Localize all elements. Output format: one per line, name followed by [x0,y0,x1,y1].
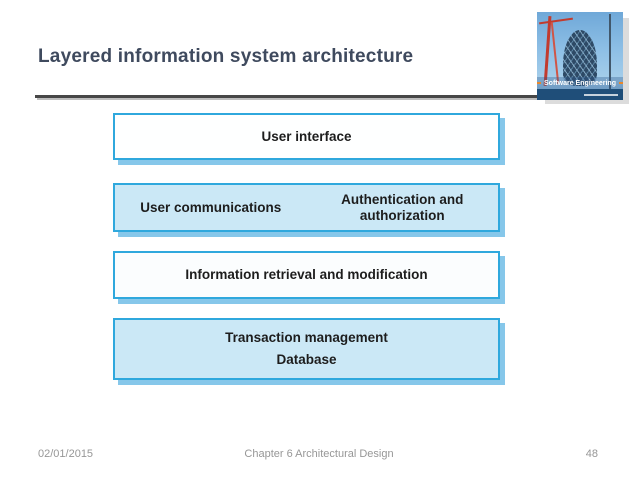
layer-box-cell: User communications [115,200,307,216]
crane-icon [539,17,573,25]
page-title: Layered information system architecture [38,46,414,67]
gherkin-building-illustration [563,30,597,86]
crane-icon [550,22,560,84]
book-cover-author-line [584,94,618,96]
layer-box-label: Information retrieval and modification [185,267,428,283]
layer-box-label: Database [276,352,337,367]
layer-box-cell: Authentication and authorization [307,192,499,223]
layer-box-user-interface: User interface [113,113,500,160]
footer-page-number: 48 [585,448,598,460]
book-cover-title: Software Engineering [544,79,616,87]
footer-chapter-title: Chapter 6 Architectural Design [244,448,394,460]
layer-box-user-communications: User communications Authentication and a… [113,183,500,232]
crane-icon [609,14,611,94]
layer-box-label: User communications [140,199,282,215]
orange-dash-decoration [537,82,542,84]
layer-box-label: Authentication and authorization [341,191,464,223]
layer-box-label: User interface [261,128,352,144]
book-cover-image: Software Engineering [537,12,623,100]
book-cover-bottom-band [537,89,623,100]
layer-box-label: Transaction management [225,330,388,346]
book-cover-title-band: Software Engineering [537,77,623,89]
layer-box-transaction-management: Transaction management Database [113,318,500,380]
footer-date: 02/01/2015 [38,448,94,460]
orange-dash-decoration [618,82,623,84]
layer-box-information-retrieval: Information retrieval and modification [113,251,500,299]
title-underline [35,95,553,98]
